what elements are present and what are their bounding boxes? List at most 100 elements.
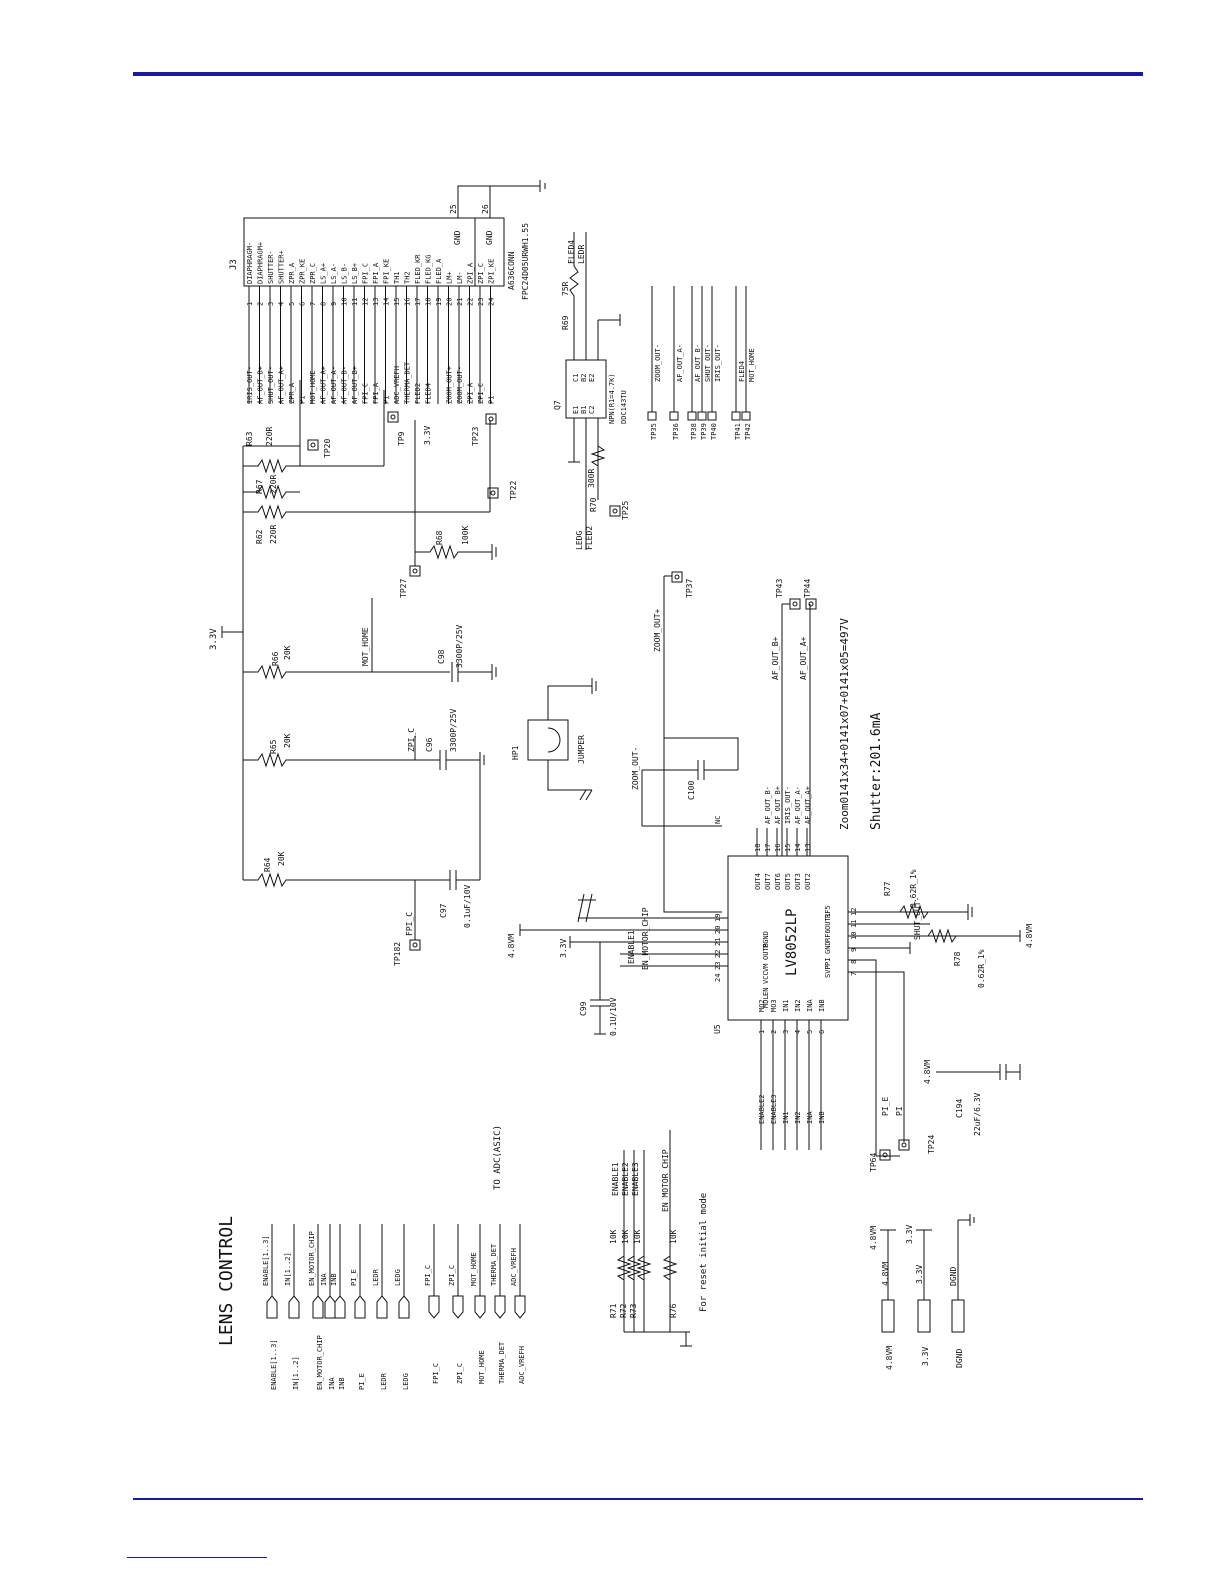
testpoint-label: TP38 <box>690 423 698 440</box>
j3-gnd-label: GND <box>453 230 462 245</box>
j3-pin-number: 13 <box>372 298 380 306</box>
u5-pin-name: MO3 <box>770 999 778 1012</box>
j3-pin-name: FPI_A <box>372 262 380 284</box>
testpoint-label: TP41 <box>734 423 742 440</box>
r64-ref: R64 <box>263 857 272 872</box>
u5-bottom-net: IN1 <box>782 1111 790 1124</box>
u5-pin-name: OUT4 <box>754 873 762 890</box>
jumper-label: JUMPER <box>577 735 586 764</box>
j3-net-label: ADC_VREFH <box>393 366 401 404</box>
pullup-resistors: R71 R72 R73 R76 10K 10K 10K 10K ENABLE1 … <box>609 1130 709 1347</box>
u5-bottom-net: INA <box>806 1111 814 1124</box>
input-port-label: THERMA_DET <box>498 1341 506 1384</box>
u5-pin-number: 15 <box>784 844 792 852</box>
j3-pin-name: TH1 <box>393 271 401 284</box>
v33-rail-label: 3.3V <box>209 628 219 650</box>
j3-pin-number: 10 <box>341 298 349 306</box>
r67-value: 220R <box>269 475 278 494</box>
r78-value: 0.62R_1% <box>977 949 986 988</box>
input-port-net-label: THERMA_DET <box>490 1243 498 1286</box>
input-port-net-label: MOT_HOME <box>470 1252 478 1286</box>
j3-net-label: P1 <box>299 396 307 404</box>
j3-net-label: ZOOM_OUT+ <box>446 366 454 404</box>
u5-pin-name: OUT5 <box>784 873 792 890</box>
port-48vm <box>881 1299 895 1333</box>
j3-net-label: ZPR_A <box>288 382 296 404</box>
current-note-shutter: Shutter:201.6mA <box>869 712 884 830</box>
u5-pin-name: OUT3 <box>794 873 802 890</box>
input-port-net-label: ADC_VREFH <box>510 1248 518 1286</box>
u5-pin-name: OUT1 <box>824 913 832 930</box>
output-port-label: IN[1..2] <box>292 1356 300 1390</box>
r71-value: 10K <box>609 1229 618 1244</box>
j3-net-label: FLED2 <box>414 383 422 404</box>
testpoint-pad <box>707 411 717 421</box>
testpoint-label: TP36 <box>672 423 680 440</box>
u5-ref: U5 <box>713 1024 722 1034</box>
r68-ref: R68 <box>435 530 444 545</box>
testpoint-net-label: FLED4 <box>738 361 746 382</box>
r70-value: 300R <box>587 469 596 488</box>
tp64-label: TP64 <box>869 1153 878 1172</box>
ledr-net-q: LEDR <box>577 245 586 264</box>
j3-pin-number: 21 <box>456 298 464 306</box>
tp20-label: TP20 <box>323 439 332 458</box>
j3-pin-name: FPI_KE <box>383 259 391 284</box>
r72-ref: R72 <box>619 1303 628 1318</box>
j3-pin-number: 24 <box>488 298 496 306</box>
u5-pin-name: IN2 <box>794 999 802 1012</box>
testpoint-pad <box>697 411 707 421</box>
fpi-c-net-label: FPI_C <box>405 912 414 936</box>
c100-ref: C100 <box>687 781 696 800</box>
testpoint-net-label: AF_OUT_B- <box>694 344 702 382</box>
testpoint-net-label: ZOOM_OUT- <box>654 344 662 382</box>
testpoint-label: TP42 <box>744 423 752 440</box>
j3-pin-number: 4 <box>278 302 286 306</box>
input-port-label: ZPI_C <box>456 1363 464 1384</box>
pi-label: PI <box>895 1106 904 1116</box>
power-33-net: 3.3V <box>915 1265 924 1284</box>
u5-pin-name: GND <box>824 941 832 954</box>
power-48-top: 4.8VM <box>869 1226 878 1250</box>
r66-value: 20K <box>283 645 292 660</box>
u5-bottom-net: INB <box>818 1111 826 1124</box>
u5-bottom-net: ENABLE2 <box>758 1094 766 1124</box>
j3-net-label: ZPI_A <box>467 382 475 404</box>
j3-pin-name: LS_B+ <box>351 263 359 284</box>
tp182-label: TP182 <box>393 942 402 966</box>
j3-pin-number: 16 <box>404 298 412 306</box>
u5-pin-name: OUT8 <box>762 943 770 960</box>
q7-pin-e1: E1 <box>572 406 580 414</box>
j3-gnd-pin-25: 25 <box>449 204 458 214</box>
j3-net-label: AF_OUT_B+ <box>257 366 265 404</box>
u5-top-net: AF_OUT_B- <box>764 786 772 824</box>
input-port-label: FPI_C <box>432 1363 440 1384</box>
u5-pin-name: OUT2 <box>804 873 812 890</box>
j3-net-label: ZPI_C <box>477 383 485 404</box>
r65-ref: R65 <box>269 739 278 754</box>
j3-pin-number: 20 <box>446 298 454 306</box>
r73-ref: R73 <box>629 1303 638 1318</box>
v48-label-right: 4.8VM <box>1025 924 1034 948</box>
testpoint-net-label: AF_OUT_A- <box>676 344 684 382</box>
j3-pin-name: LS_A+ <box>320 263 328 284</box>
tp9-label: TP9 <box>397 431 406 446</box>
q7-part: DDC143TU <box>620 390 628 424</box>
input-port-symbol <box>428 1295 440 1319</box>
tp22-label: TP22 <box>509 481 518 500</box>
j3-pin-name: DIAPHRAGM- <box>246 242 254 284</box>
r71-ref: R71 <box>609 1303 618 1318</box>
j3-pin-number: 7 <box>309 302 317 306</box>
tp44-label: TP44 <box>803 579 812 598</box>
output-port-symbol <box>312 1295 324 1319</box>
output-port-symbol <box>324 1295 336 1319</box>
j3-pin-number: 3 <box>267 302 275 306</box>
r67-ref: R67 <box>255 479 264 494</box>
j3-net-label: MOT_HOME <box>309 370 317 404</box>
u5-pin-number: 17 <box>764 844 772 852</box>
testpoint-net-label: SHUT_OUT- <box>704 344 712 382</box>
testpoint-label: TP35 <box>650 423 658 440</box>
u5-top-net: IRIS_OUT- <box>784 786 792 824</box>
u5-pin-name: VCC <box>762 971 770 984</box>
c194-ref: C194 <box>955 1099 964 1118</box>
